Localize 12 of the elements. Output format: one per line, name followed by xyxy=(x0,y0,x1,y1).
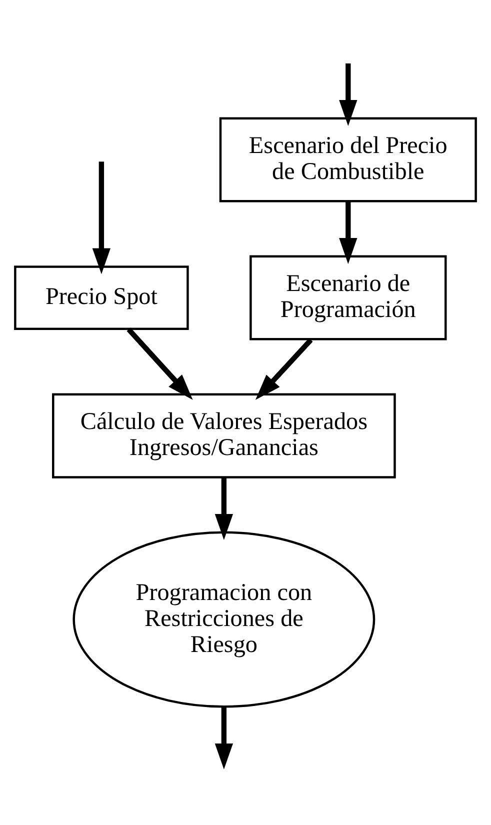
node-box: Escenario de Programación xyxy=(250,255,447,340)
arrow xyxy=(339,63,358,126)
node-ellipse: Programacion con Restricciones de Riesgo xyxy=(72,531,376,708)
arrow xyxy=(214,707,234,770)
arrow xyxy=(214,478,234,540)
node-box: Cálculo de Valores Esperados Ingresos/Ganancias xyxy=(52,393,396,478)
arrow xyxy=(339,202,358,264)
arrow xyxy=(92,162,111,274)
node-box: Precio Spot xyxy=(14,266,189,330)
arrow xyxy=(255,338,313,400)
node-box: Escenario del Precio de Combustible xyxy=(219,117,477,202)
arrow xyxy=(126,328,193,400)
